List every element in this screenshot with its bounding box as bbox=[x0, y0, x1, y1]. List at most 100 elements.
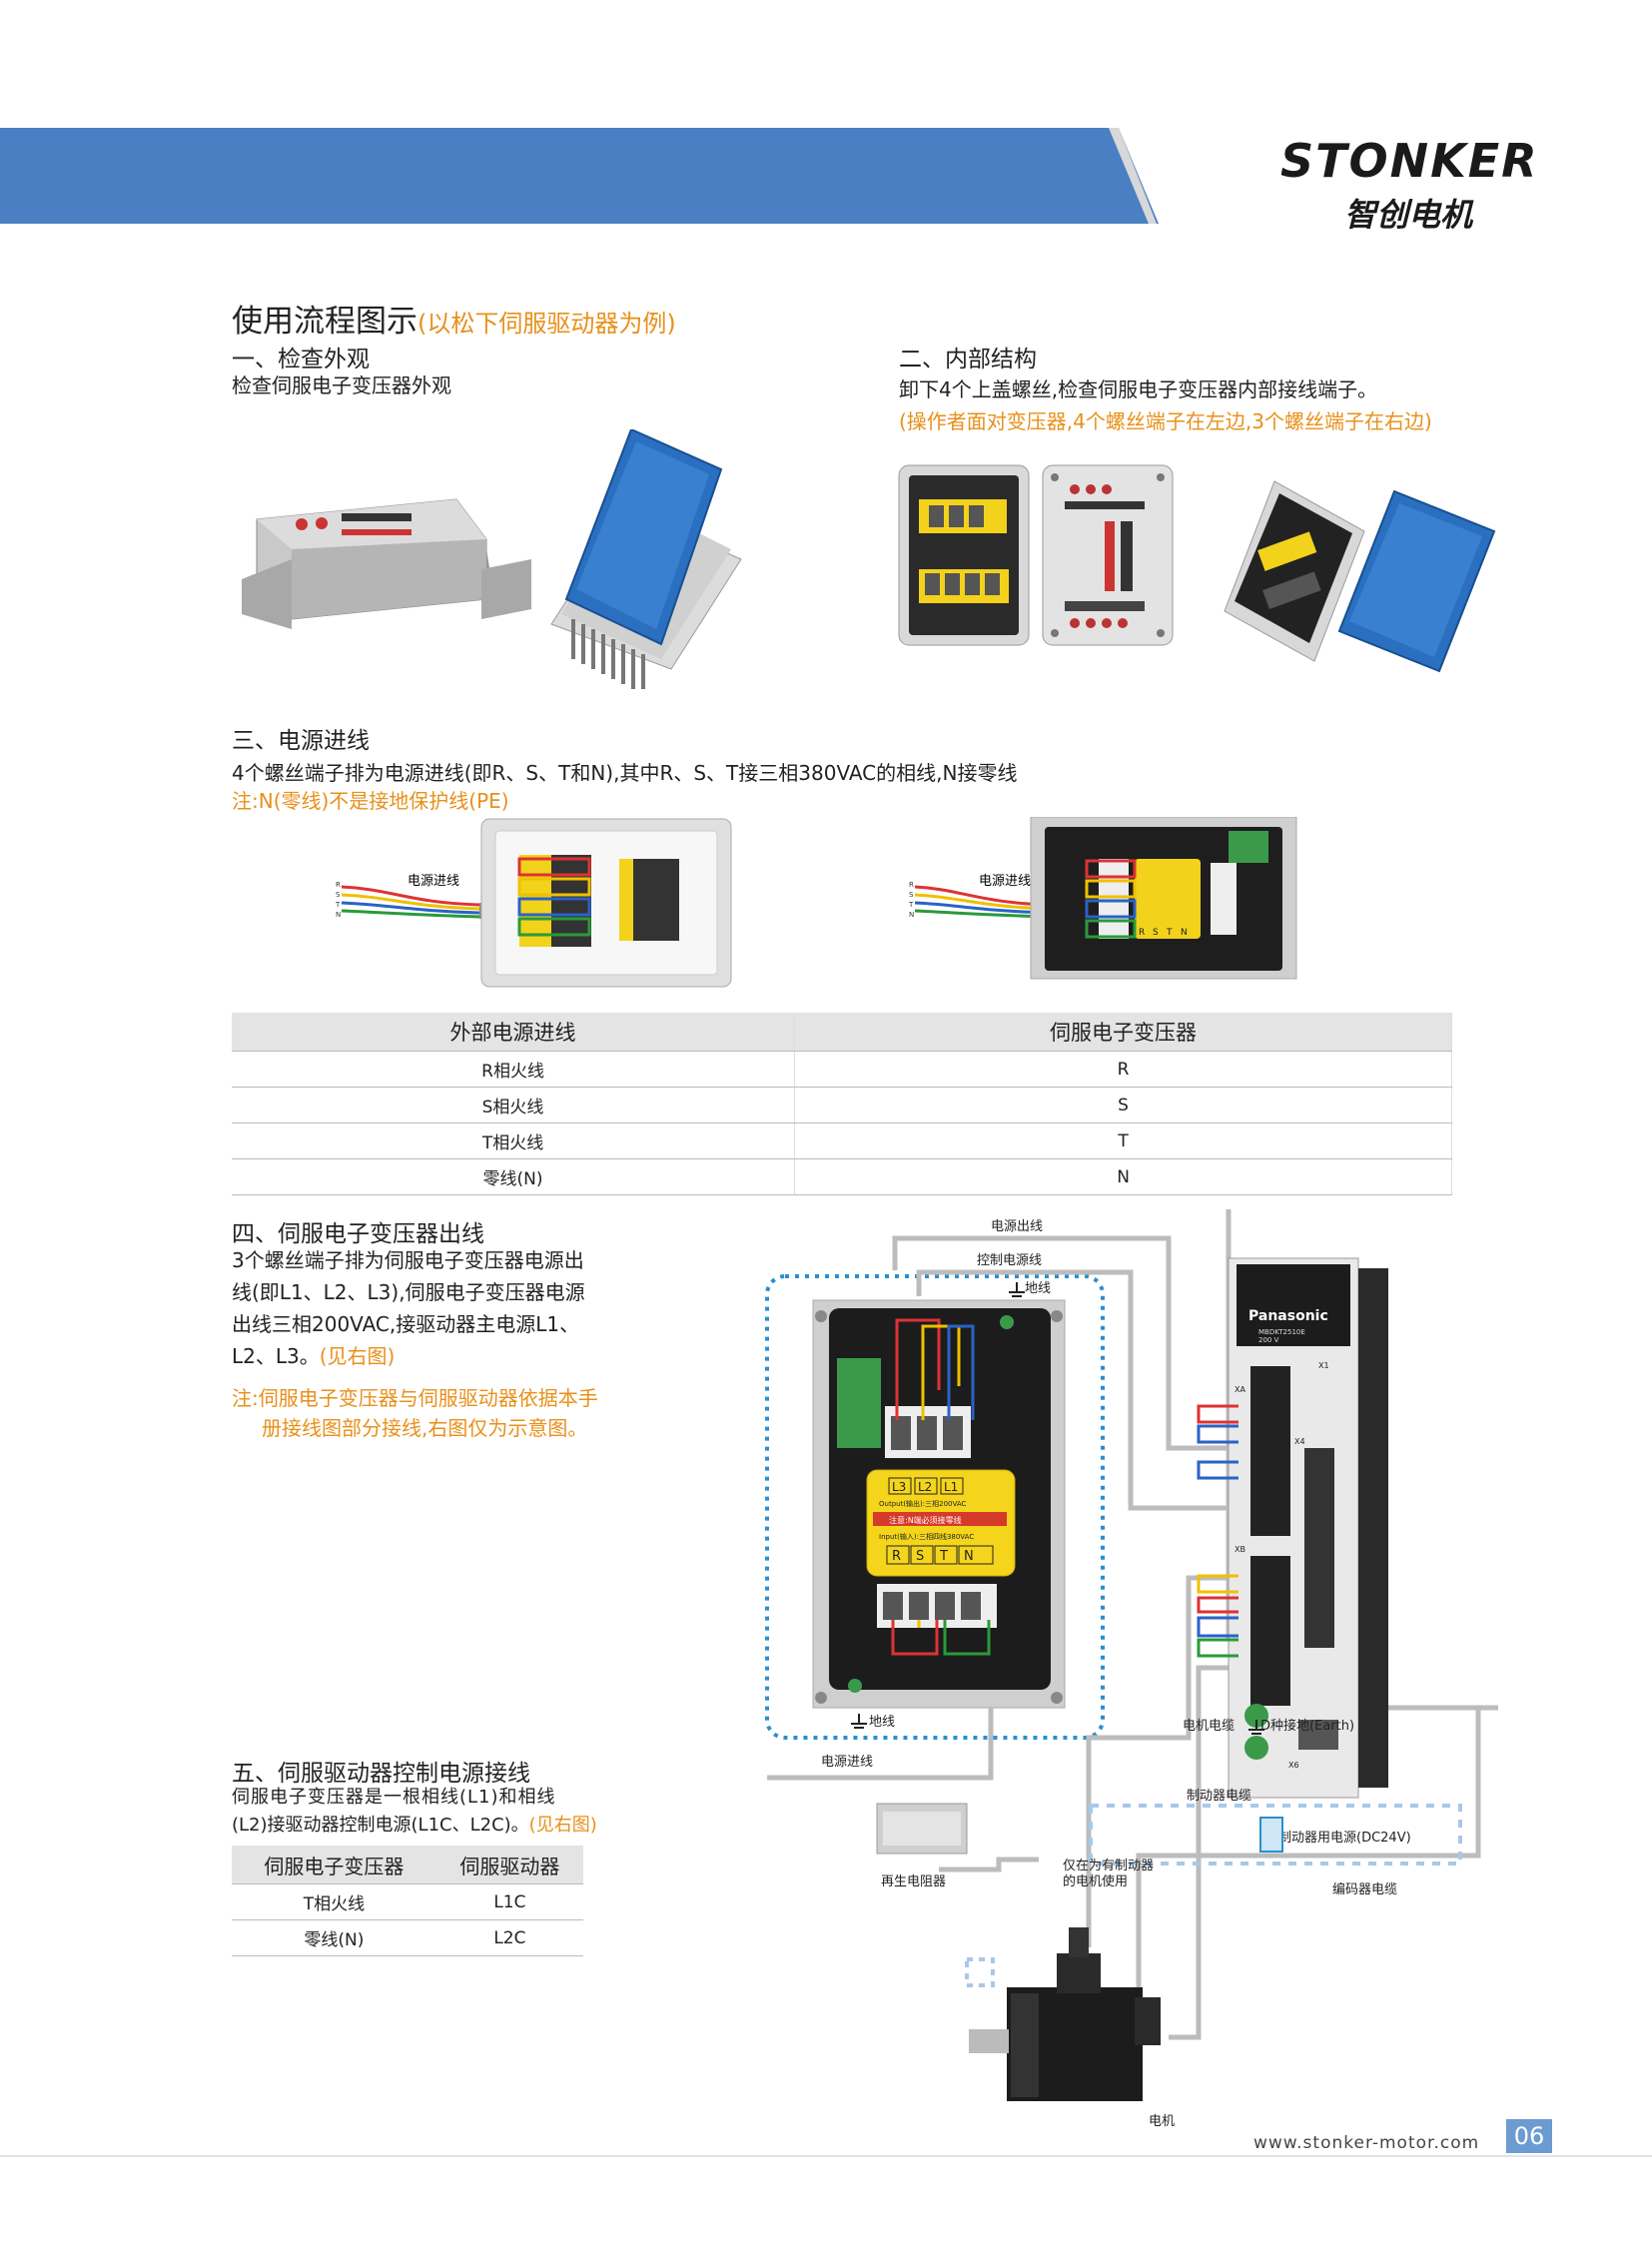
driver-voltage: 200 V bbox=[1258, 1336, 1279, 1344]
section4-last: L2、L3。(见右图) bbox=[232, 1340, 395, 1372]
brake-supply-label: 制动器用电源(DC24V) bbox=[1278, 1831, 1411, 1846]
regen-resistor-label: 再生电阻器 bbox=[881, 1874, 946, 1889]
wire-letter: T bbox=[908, 901, 914, 909]
port-xb-label: XB bbox=[1235, 1545, 1245, 1554]
control-power-label: 控制电源线 bbox=[977, 1253, 1042, 1268]
regen-resistor-photo bbox=[876, 1803, 968, 1855]
header-band bbox=[0, 128, 1159, 224]
transformer-interior-images bbox=[898, 464, 1496, 673]
terminal-out-label: L1 bbox=[944, 1480, 958, 1494]
earth-label: D种接地(Earth) bbox=[1260, 1718, 1354, 1734]
table-row: T相火线 T bbox=[232, 1122, 1452, 1159]
page-title-text: 使用流程图示 bbox=[232, 304, 417, 340]
brand-logo: STONKER bbox=[1280, 134, 1539, 188]
section5-heading: 五、伺服驱动器控制电源接线 bbox=[232, 1761, 530, 1787]
table-row: S相火线 S bbox=[232, 1087, 1452, 1123]
terminal-out-label: L3 bbox=[892, 1480, 906, 1494]
label-output-text: Output(输出):三相200VAC bbox=[879, 1499, 967, 1508]
section4-see-figure: (见右图) bbox=[319, 1344, 396, 1368]
terminal-letter: T bbox=[1166, 928, 1173, 938]
table-row: 零线(N) L2C bbox=[232, 1919, 583, 1956]
power-input-table: 外部电源进线 伺服电子变压器 R相火线 R S相火线 S T相火线 T 零线(N… bbox=[232, 1013, 1452, 1195]
section2-heading: 二、内部结构 bbox=[899, 347, 1037, 373]
table-header: 伺服电子变压器 bbox=[794, 1013, 1452, 1052]
terminal-letter: N bbox=[1181, 928, 1188, 938]
control-power-table: 伺服电子变压器 伺服驱动器 T相火线 L1C 零线(N) L2C bbox=[232, 1846, 583, 1956]
section5-line2: (L2)接驱动器控制电源(L1C、L2C)。 bbox=[232, 1815, 529, 1836]
servo-motor-photo bbox=[969, 1927, 1161, 2101]
wire-letter: N bbox=[909, 911, 914, 919]
page-title: 使用流程图示(以松下伺服驱动器为例) bbox=[232, 296, 676, 341]
page-title-note: (以松下伺服驱动器为例) bbox=[417, 310, 676, 338]
section4-note: 注:伺服电子变压器与伺服驱动器依据本手 bbox=[232, 1386, 598, 1410]
table-cell: R bbox=[794, 1051, 1452, 1088]
section2-note: (操作者面对变压器,4个螺丝端子在左边,3个螺丝端子在右边) bbox=[899, 409, 1432, 433]
table-cell: S bbox=[794, 1087, 1452, 1123]
section1-text: 检查伺服电子变压器外观 bbox=[232, 374, 451, 397]
section4-last-line: L2、L3。 bbox=[232, 1344, 320, 1368]
lid-inside-photo bbox=[1042, 464, 1174, 646]
wire-letter: T bbox=[335, 901, 341, 909]
brake-supply-outline bbox=[1089, 1804, 1462, 1866]
power-input-diagram-right: 电源进线 R S T N R S T N bbox=[908, 817, 1297, 980]
table-row: T相火线 L1C bbox=[232, 1883, 583, 1920]
wire-letter: R bbox=[336, 881, 341, 889]
terminal-in-label: N bbox=[964, 1549, 974, 1564]
brake-cable-label: 制动器电缆 bbox=[1187, 1788, 1251, 1804]
terminal-letter: S bbox=[1153, 928, 1159, 938]
table-row: R相火线 R bbox=[232, 1051, 1452, 1088]
table-cell: 零线(N) bbox=[232, 1158, 796, 1195]
brake-only-note: 仅在为有制动器 bbox=[1063, 1859, 1154, 1873]
table-cell: T相火线 bbox=[232, 1883, 436, 1920]
section1-heading: 一、检查外观 bbox=[232, 347, 370, 373]
section3-note: 注:N(零线)不是接地保护线(PE) bbox=[232, 789, 509, 813]
brake-power-box bbox=[1259, 1817, 1283, 1853]
power-in-label-2: 电源进线 bbox=[979, 874, 1031, 889]
section5-see-figure: (见右图) bbox=[528, 1815, 597, 1836]
table-cell: R相火线 bbox=[232, 1051, 796, 1088]
motor-label: 电机 bbox=[1149, 2114, 1175, 2129]
transformer-outline bbox=[765, 1274, 1105, 1740]
port-xa-label: XA bbox=[1235, 1385, 1245, 1394]
port-x4-label: X4 bbox=[1294, 1437, 1305, 1446]
website-url[interactable]: www.stonker-motor.com bbox=[1253, 2133, 1480, 2153]
table-header: 伺服电子变压器 bbox=[232, 1846, 436, 1884]
table-row: 零线(N) N bbox=[232, 1158, 1452, 1195]
ground-top-label: 地线 bbox=[1025, 1281, 1051, 1296]
section4-line: 3个螺丝端子排为伺服电子变压器电源出 bbox=[232, 1248, 584, 1272]
table-cell: T bbox=[794, 1122, 1452, 1159]
table-cell: T相火线 bbox=[232, 1122, 796, 1159]
terminal-in-label: T bbox=[939, 1549, 948, 1564]
terminal-in-label: R bbox=[892, 1549, 901, 1564]
transformer-closed-photo bbox=[242, 498, 531, 629]
section4-line: 出线三相200VAC,接驱动器主电源L1、 bbox=[232, 1312, 580, 1336]
label-warning-text: 注意:N端必须接零线 bbox=[889, 1515, 962, 1525]
table-header: 伺服驱动器 bbox=[435, 1846, 583, 1884]
driver-brand: Panasonic bbox=[1248, 1308, 1328, 1324]
transformer-exterior-images bbox=[242, 429, 742, 689]
terminal-out-label: L2 bbox=[918, 1480, 932, 1494]
section5-line2-wrap: (L2)接驱动器控制电源(L1C、L2C)。(见右图) bbox=[232, 1810, 597, 1842]
section4-note: 册接线图部分接线,右图仅为示意图。 bbox=[262, 1416, 588, 1440]
power-out-label: 电源出线 bbox=[991, 1219, 1043, 1234]
power-in-label: 电源进线 bbox=[408, 874, 459, 889]
port-x1-label: X1 bbox=[1318, 1361, 1329, 1370]
transformer-open-photo: L3 L2 L1 Output(输出):三相200VAC 注意:N端必须接零线 … bbox=[812, 1299, 1066, 1709]
brand-logo-cn: 智创电机 bbox=[1344, 196, 1473, 234]
driver-model: MBDKT2510E bbox=[1258, 1328, 1305, 1336]
wire-letter: R bbox=[909, 881, 914, 889]
table-cell: L1C bbox=[435, 1883, 583, 1920]
power-in-label: 电源进线 bbox=[821, 1755, 873, 1770]
power-input-diagram-left: 电源进线 R S T N bbox=[335, 818, 732, 988]
table-cell: N bbox=[794, 1158, 1452, 1195]
section4-line: 线(即L1、L2、L3),伺服电子变压器电源 bbox=[232, 1280, 585, 1304]
table-cell: L2C bbox=[435, 1919, 583, 1956]
section3-text: 4个螺丝端子排为电源进线(即R、S、T和N),其中R、S、T接三相380VAC的… bbox=[232, 761, 1018, 785]
brake-only-note: 的电机使用 bbox=[1063, 1873, 1128, 1889]
terminal-letter: R bbox=[1139, 928, 1145, 938]
label-input-text: Input(输入):三相四线380VAC bbox=[879, 1532, 974, 1541]
motor-cable-label: 电机电缆 bbox=[1183, 1718, 1235, 1734]
power-input-diagrams: 电源进线 R S T N 电源进线 R S T N bbox=[335, 817, 1297, 988]
section2-text: 卸下4个上盖螺丝,检查伺服电子变压器内部接线端子。 bbox=[899, 377, 1378, 401]
section5-line1: 伺服电子变压器是一根相线(L1)和相线 bbox=[232, 1787, 556, 1808]
